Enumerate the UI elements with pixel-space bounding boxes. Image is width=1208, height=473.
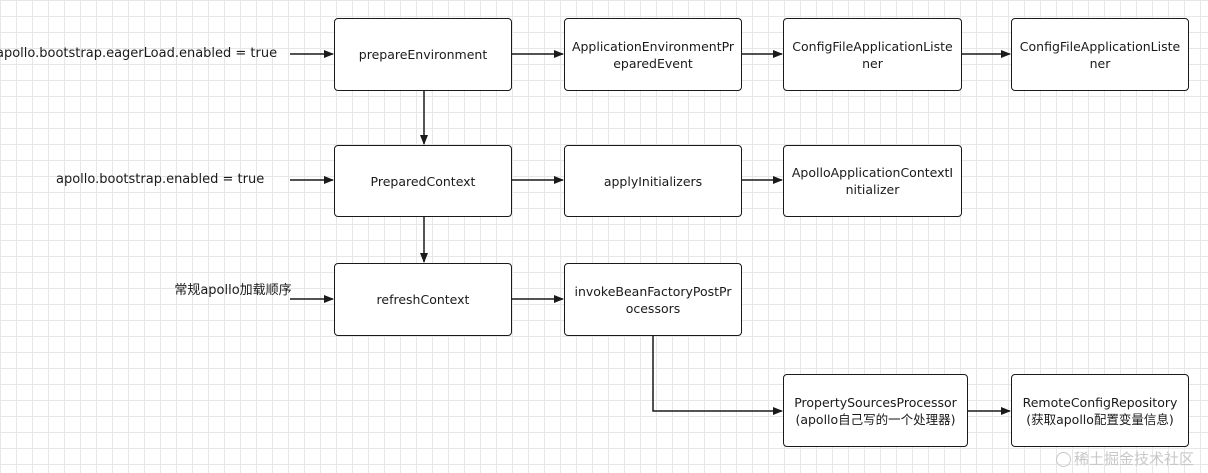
apollo-context-initializer-text: ApolloApplicationContextInitializer <box>791 165 954 197</box>
config-file-listener-node-2[interactable]: ConfigFileApplicationListener <box>1011 18 1189 91</box>
config-file-listener-text-1: ConfigFileApplicationListener <box>792 38 953 71</box>
watermark: 稀土掘金技术社区 <box>1055 448 1194 469</box>
eager-load-condition-label: apollo.bootstrap.eagerLoad.enabled = tru… <box>0 46 278 61</box>
refresh-context-text: refreshContext <box>376 292 470 307</box>
refresh-context-node[interactable]: refreshContext <box>334 263 512 336</box>
invoke-bean-factory-post-processors-node[interactable]: invokeBeanFactoryPostProcessors <box>564 263 742 336</box>
environment-prepared-event-node[interactable]: ApplicationEnvironmentPreparedEvent <box>564 18 742 91</box>
prepare-environment-text: prepareEnvironment <box>358 47 488 62</box>
normal-order-label: 常规apollo加载顺序 <box>174 283 292 298</box>
apollo-context-initializer-node[interactable]: ApolloApplicationContextInitializer <box>783 145 962 217</box>
environment-prepared-event-text: ApplicationEnvironmentPreparedEvent <box>571 38 735 71</box>
config-file-listener-text-2: ConfigFileApplicationListener <box>1019 38 1181 71</box>
property-sources-processor-node[interactable]: PropertySourcesProcessor (apollo自己写的一个处理… <box>783 374 968 447</box>
bootstrap-enabled-condition-label: apollo.bootstrap.enabled = true <box>56 172 265 187</box>
watermark-text: 稀土掘金技术社区 <box>1073 450 1194 468</box>
invoke-bean-factory-post-processors-text: invokeBeanFactoryPostProcessors <box>574 283 732 316</box>
property-sources-processor-text: PropertySourcesProcessor (apollo自己写的一个处理… <box>794 394 957 427</box>
config-file-listener-node-1[interactable]: ConfigFileApplicationListener <box>783 18 962 91</box>
apply-initializers-node[interactable]: applyInitializers <box>564 145 742 217</box>
remote-config-repository-node[interactable]: RemoteConfigRepository (获取apollo配置变量信息) <box>1011 374 1189 447</box>
watermark-logo-icon <box>1055 452 1071 467</box>
prepared-context-text: PreparedContext <box>370 173 476 189</box>
arrow-invoke-bfpp-to-property-sources <box>652 336 783 415</box>
remote-config-repository-text: RemoteConfigRepository (获取apollo配置变量信息) <box>1022 394 1178 427</box>
apply-initializers-text: applyInitializers <box>603 173 703 189</box>
prepared-context-node[interactable]: PreparedContext <box>334 145 512 217</box>
prepare-environment-node[interactable]: prepareEnvironment <box>334 18 512 91</box>
